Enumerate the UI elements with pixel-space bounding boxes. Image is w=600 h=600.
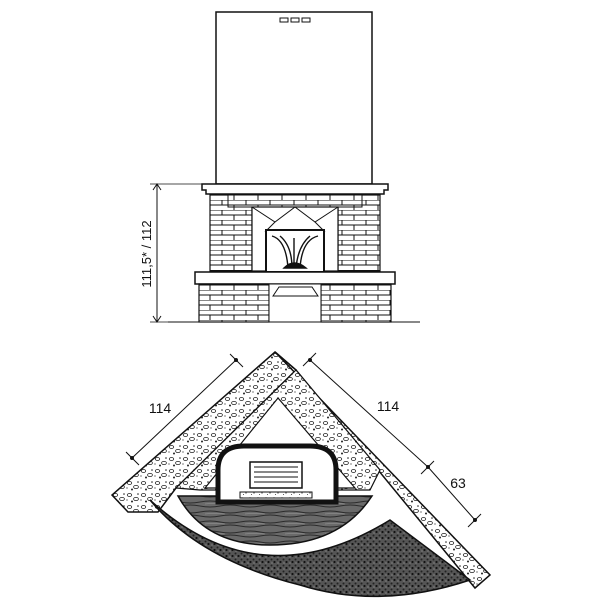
vent-grille-icon [279,17,311,23]
chimney [215,11,373,185]
hearth-wood [176,495,374,546]
lower-right-base [320,283,392,323]
hearth-slab [194,271,396,285]
mantel-shelf [201,183,389,195]
depth-dimension: 63 [427,466,482,528]
height-dimension: 111,5* / 112 [139,183,202,323]
firebox-insert [215,443,339,505]
hearth-outer [149,499,472,598]
ash-opening [268,283,322,323]
lower-left-base [198,283,270,323]
right-wall-label: 114 [377,398,400,414]
elevation-view: 111,5* / 112 [139,11,420,323]
depth-label: 63 [450,475,466,491]
lintel [227,194,363,208]
left-wall-label: 114 [149,400,172,416]
plan-view: 114 114 63 [110,351,492,598]
left-brick-column [209,194,253,272]
left-dimension: 114 [125,353,244,466]
flame-icon [271,235,319,269]
height-label: 111,5* / 112 [139,220,154,287]
firebox [251,206,339,273]
right-wall [274,351,492,590]
